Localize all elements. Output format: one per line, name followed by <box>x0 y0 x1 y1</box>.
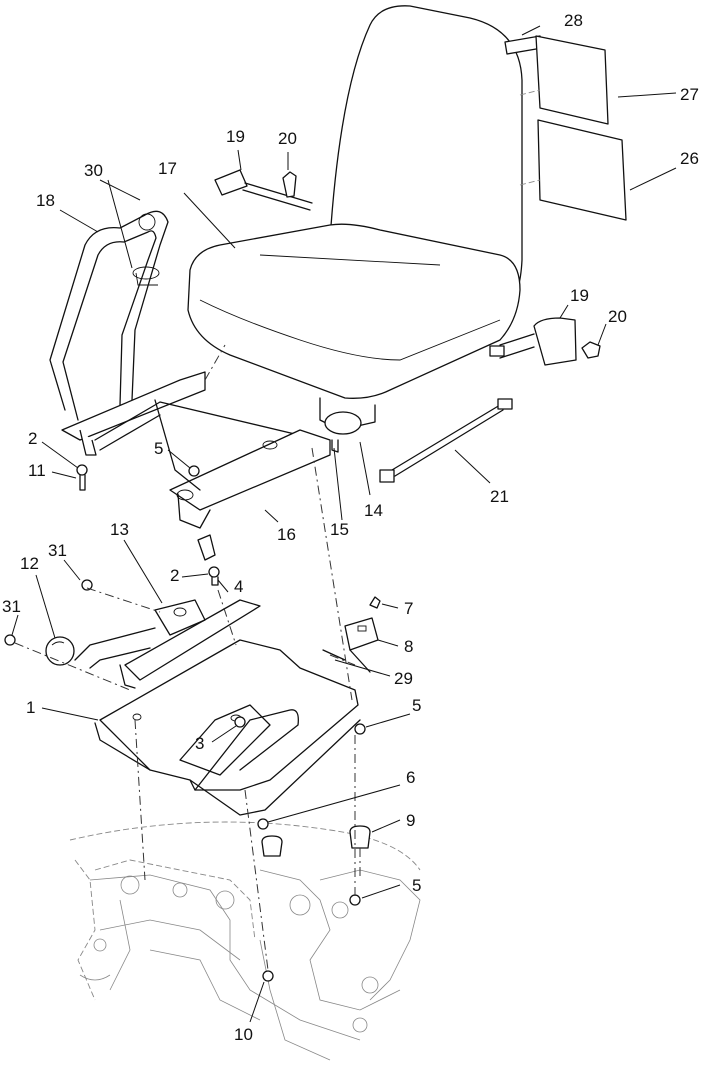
callouts: 1 2 2 3 4 5 5 5 6 7 8 9 10 11 12 13 14 1… <box>2 11 699 1044</box>
callout-5: 5 <box>154 439 163 458</box>
callout-15: 15 <box>330 520 349 539</box>
callout-9: 9 <box>406 811 415 830</box>
callout-29: 29 <box>394 669 413 688</box>
callout-17: 17 <box>158 159 177 178</box>
assembly-lines <box>14 344 361 971</box>
callout-31: 31 <box>2 597 21 616</box>
callout-4: 4 <box>234 577 243 596</box>
callout-3: 3 <box>195 734 204 753</box>
roll-bar <box>49 210 169 421</box>
callout-20: 20 <box>608 307 627 326</box>
callout-18: 18 <box>36 191 55 210</box>
callout-31: 31 <box>48 541 67 560</box>
seat-slide-frame <box>61 371 331 561</box>
leader-lines <box>11 25 677 1023</box>
base-plate <box>94 639 361 816</box>
fasteners <box>4 464 381 982</box>
bumpers <box>261 825 371 857</box>
callout-13: 13 <box>110 520 129 539</box>
callout-26: 26 <box>680 149 699 168</box>
callout-30: 30 <box>84 161 103 180</box>
callout-10: 10 <box>234 1025 253 1044</box>
callout-21: 21 <box>490 487 509 506</box>
seat-mount-plate <box>74 599 261 689</box>
bracket <box>322 617 379 673</box>
callout-12: 12 <box>20 554 39 573</box>
callout-7: 7 <box>404 599 413 618</box>
callout-14: 14 <box>364 501 383 520</box>
callout-5: 5 <box>412 876 421 895</box>
decals <box>504 35 627 221</box>
harness <box>324 398 513 483</box>
adjust-knob <box>45 636 75 666</box>
callout-5: 5 <box>412 696 421 715</box>
callout-28: 28 <box>564 11 583 30</box>
callout-2: 2 <box>28 429 37 448</box>
callout-19: 19 <box>226 127 245 146</box>
callout-16: 16 <box>277 525 296 544</box>
seat <box>187 5 523 431</box>
callout-6: 6 <box>406 768 415 787</box>
callout-2: 2 <box>170 566 179 585</box>
callout-11: 11 <box>28 461 46 480</box>
callout-27: 27 <box>680 85 699 104</box>
callout-19: 19 <box>570 286 589 305</box>
callout-20: 20 <box>278 129 297 148</box>
seat-belts <box>214 169 601 366</box>
callout-1: 1 <box>26 698 35 717</box>
callout-8: 8 <box>404 637 413 656</box>
